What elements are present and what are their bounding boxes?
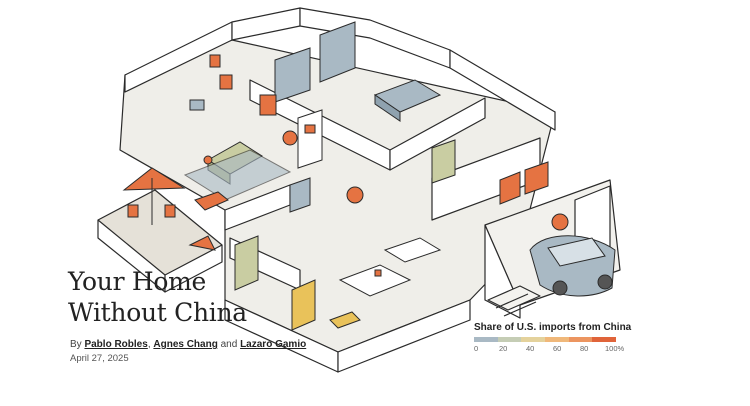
byline-prefix: By [70,339,82,350]
legend-tick: 60 [553,344,562,353]
headline-line-1: Your Home [68,267,207,296]
legend-tick: 20 [499,344,508,353]
publish-date: April 27, 2025 [70,353,129,364]
byline-comma: , [147,339,151,350]
legend-swatch-1 [474,337,498,342]
legend-tick: 0 [474,344,479,353]
legend-swatch-2 [497,337,522,342]
wall-kitchen-right [337,299,471,373]
legend-color-scale [474,337,617,342]
byline: By Pablo Robles, Agnes Chang and Lazaro … [70,339,306,350]
legend-tick: 100% [605,344,625,353]
legend-swatch-4 [545,337,569,342]
stairs [487,285,541,317]
author-link-pablo-robles[interactable]: Pablo Robles [84,339,148,350]
headline-line-2: Without China [68,298,247,327]
back-wall-top [231,7,301,41]
legend-tick: 40 [526,344,535,353]
legend-title: Share of U.S. imports from China [474,322,632,333]
legend-ticks: 0 20 40 60 80 100% [474,344,634,356]
byline-and: and [220,339,238,350]
author-link-lazaro-gamio[interactable]: Lazaro Gamio [240,339,307,350]
wall-bedroom-side [389,97,486,171]
legend-tick: 80 [580,344,589,353]
headline: Your Home Without China [68,266,247,328]
color-legend: Share of U.S. imports from China 0 20 40… [474,322,634,356]
back-wall-right [449,49,556,131]
legend-swatch-5 [568,337,593,342]
legend-swatch-3 [521,337,546,342]
author-link-agnes-chang[interactable]: Agnes Chang [153,339,218,350]
legend-swatch-6 [592,337,617,342]
